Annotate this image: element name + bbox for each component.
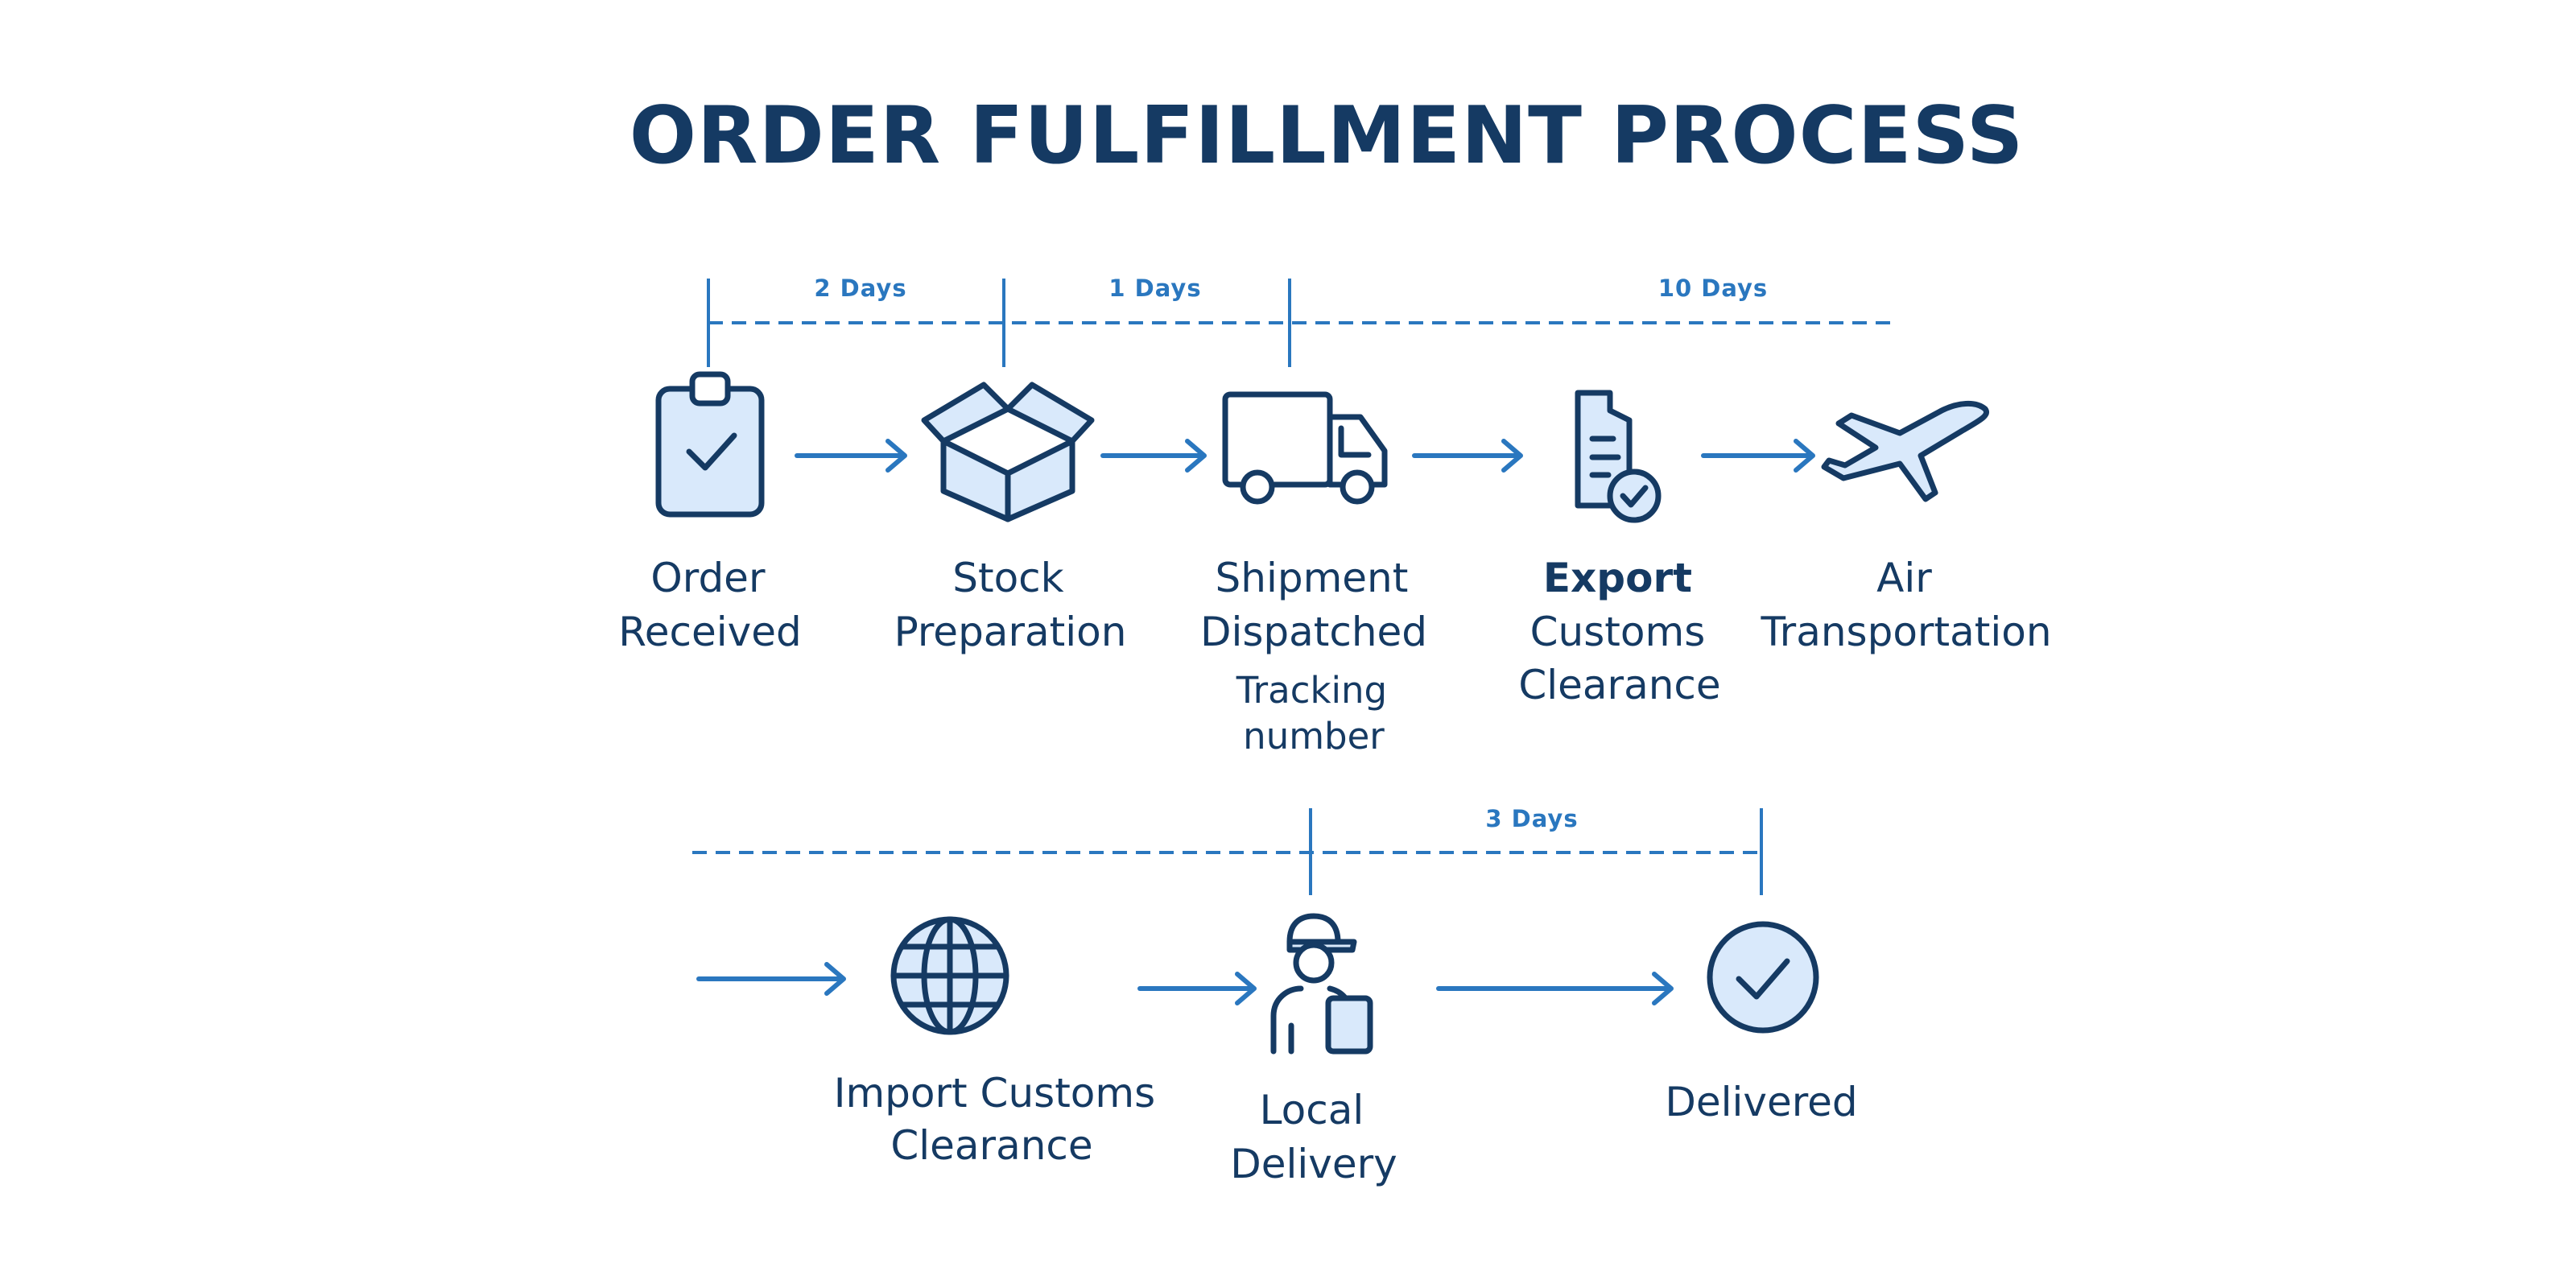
duration-label: 10 Days bbox=[1658, 275, 1768, 302]
arrow bbox=[1137, 972, 1257, 1005]
step-label: Stock Preparation bbox=[894, 555, 1127, 655]
arrow bbox=[696, 962, 846, 996]
duration-label: 3 Days bbox=[1485, 805, 1578, 832]
step-label: Export Customs Clearance bbox=[1518, 555, 1720, 708]
step-air-transportation: Air Transportation bbox=[1760, 401, 2052, 655]
timeline-top: 2 Days 1 Days 10 Days bbox=[707, 275, 1892, 367]
step-order-received: Order Received bbox=[618, 371, 802, 655]
clipboard-check-icon bbox=[655, 371, 765, 518]
duration-label: 2 Days bbox=[814, 275, 906, 302]
step-label: Import Customs Clearance bbox=[834, 1070, 1160, 1169]
flow-arrows bbox=[696, 439, 1815, 1005]
step-label: Air Transportation bbox=[1760, 555, 2051, 655]
arrow bbox=[1412, 439, 1523, 473]
airplane-icon bbox=[1821, 401, 1989, 502]
step-import-customs: Import Customs Clearance bbox=[834, 916, 1160, 1169]
step-label: Local Delivery bbox=[1230, 1087, 1397, 1187]
document-check-icon bbox=[1575, 390, 1662, 523]
duration-label: 1 Days bbox=[1108, 275, 1201, 302]
arrow bbox=[1436, 972, 1674, 1005]
step-label: Delivered bbox=[1665, 1079, 1857, 1125]
step-export-customs: Export Customs Clearance bbox=[1518, 390, 1721, 708]
open-box-icon bbox=[921, 382, 1095, 522]
step-shipment-dispatched: Shipment Dispatched Tracking number bbox=[1200, 391, 1427, 758]
check-circle-icon bbox=[1707, 921, 1819, 1034]
step-delivered: Delivered bbox=[1665, 921, 1858, 1125]
arrow bbox=[1100, 439, 1207, 473]
step-label: Order Received bbox=[618, 555, 802, 655]
globe-icon bbox=[890, 916, 1009, 1035]
arrow bbox=[795, 439, 907, 473]
diagram-title: ORDER FULFILLMENT PROCESS bbox=[630, 90, 2025, 182]
delivery-truck-icon bbox=[1222, 391, 1388, 505]
step-stock-preparation: Stock Preparation bbox=[894, 382, 1127, 655]
courier-icon bbox=[1270, 913, 1373, 1055]
tracking-note: Tracking number bbox=[1236, 669, 1391, 758]
timeline-bottom: 3 Days bbox=[692, 805, 1763, 895]
step-local-delivery: Local Delivery bbox=[1230, 913, 1397, 1187]
arrow bbox=[1701, 439, 1815, 473]
step-label: Shipment Dispatched bbox=[1200, 555, 1427, 655]
